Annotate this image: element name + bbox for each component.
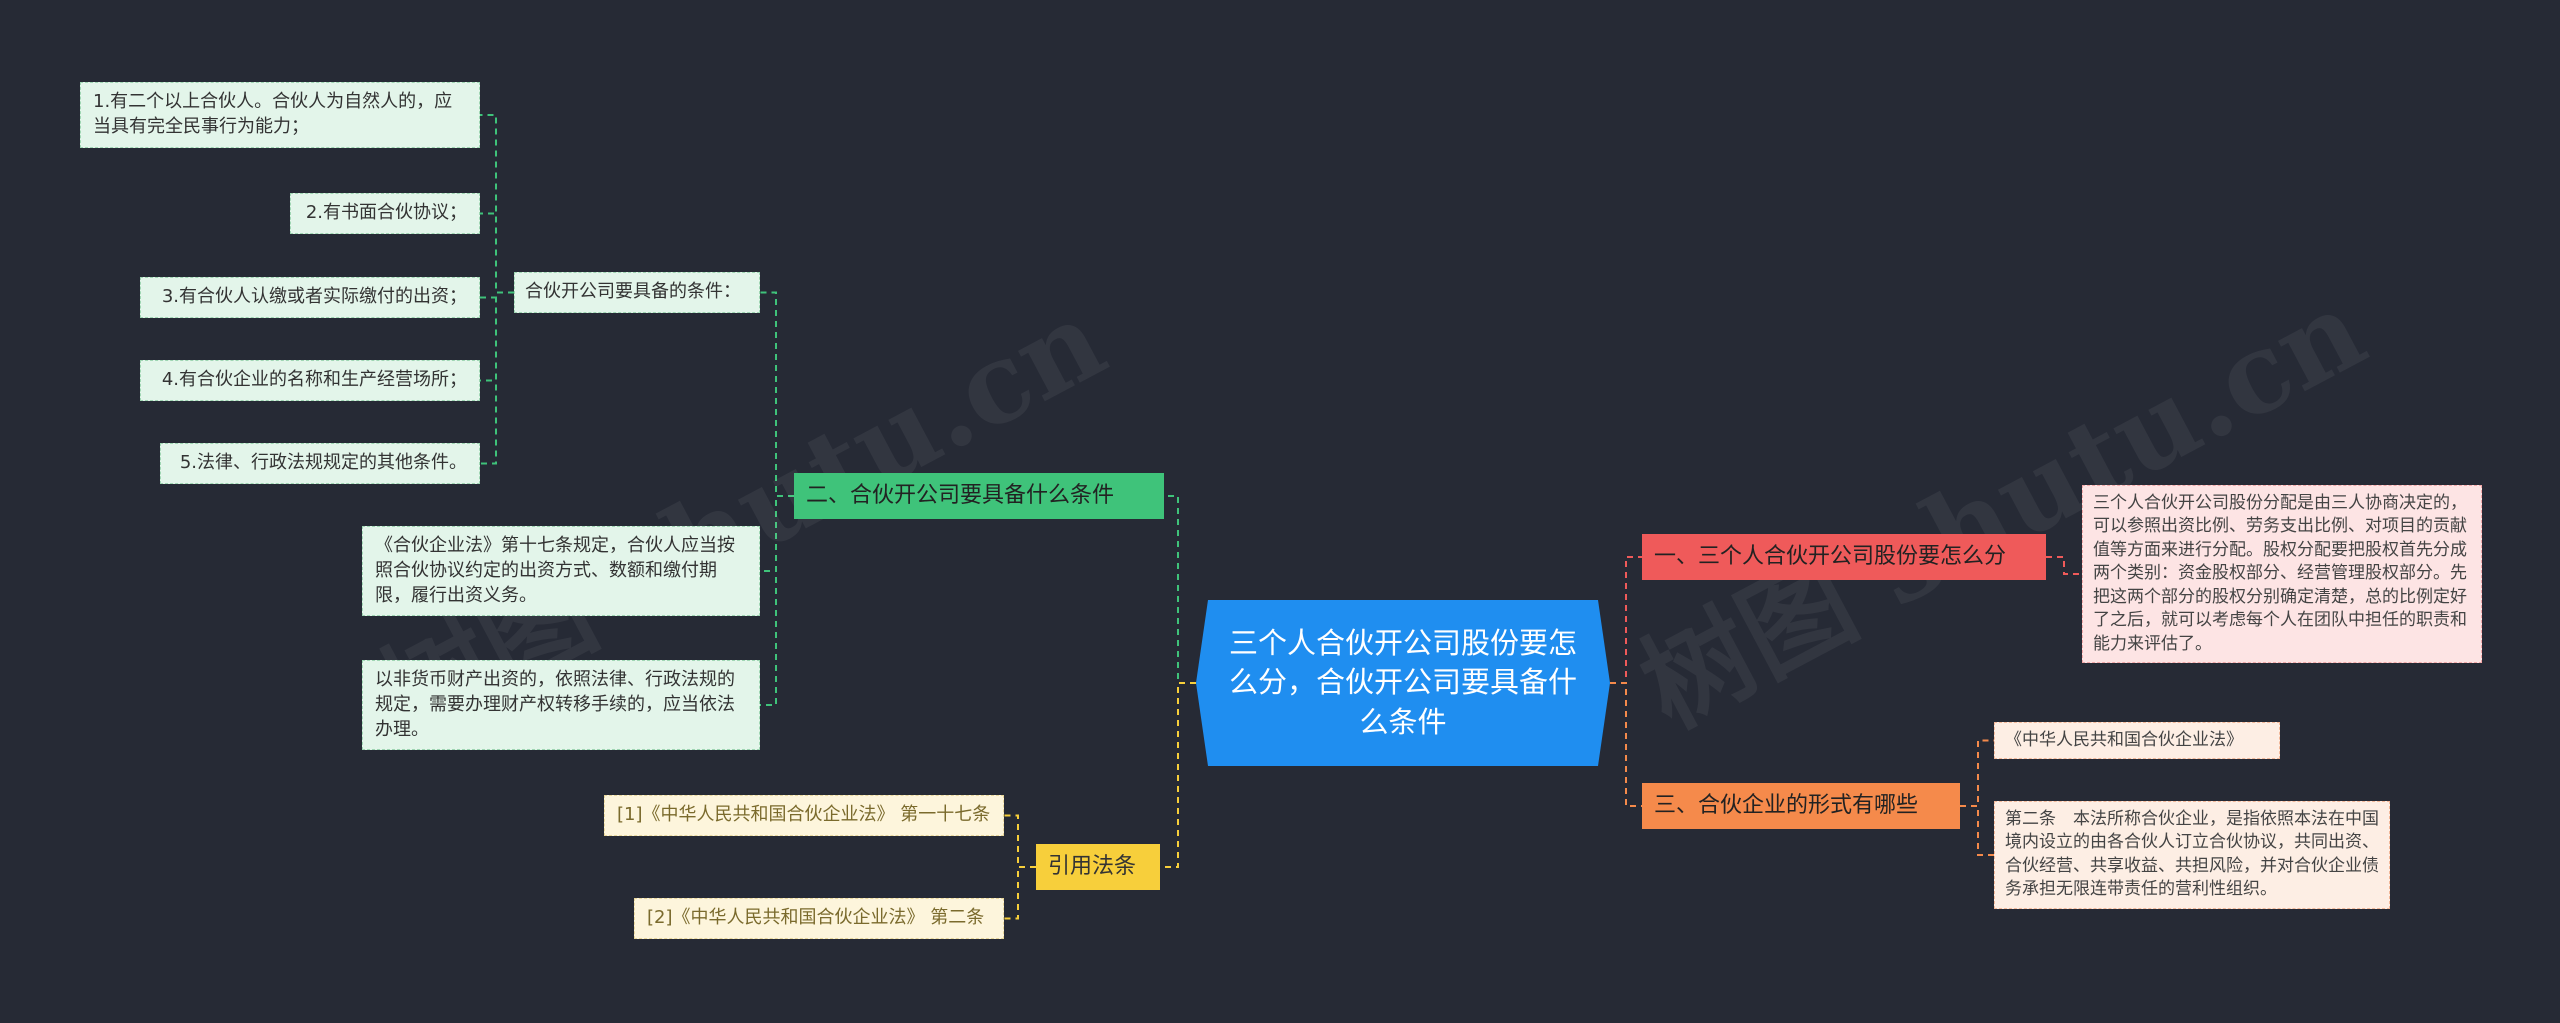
condition-item[interactable]: 5.法律、行政法规规定的其他条件。 <box>160 443 480 484</box>
conditions-subheading[interactable]: 合伙开公司要具备的条件： <box>514 272 760 313</box>
condition-item[interactable]: 4.有合伙企业的名称和生产经营场所； <box>140 360 480 401</box>
root-connector <box>1610 682 1642 807</box>
branch-connector <box>1004 814 1036 868</box>
branch-connector <box>1960 739 1994 807</box>
share-detail[interactable]: 三个人合伙开公司股份分配是由三人协商决定的，可以参照出资比例、劳务支出比例、对项… <box>2082 485 2482 664</box>
branch-connector <box>760 495 794 706</box>
sub-connector <box>480 291 514 465</box>
condition-item[interactable]: 1.有二个以上合伙人。合伙人为自然人的，应当具有完全民事行为能力； <box>80 82 480 148</box>
branch-connector <box>2046 556 2082 575</box>
condition-note[interactable]: 以非货币财产出资的，依照法律、行政法规的规定，需要办理财产权转移手续的，应当依法… <box>362 660 760 751</box>
root-connector <box>1610 556 1642 684</box>
law-article-detail[interactable]: 第二条 本法所称合伙企业，是指依照本法在中国境内设立的由各合伙人订立合伙协议，共… <box>1994 801 2390 909</box>
branch-connector <box>1004 866 1036 920</box>
root-topic[interactable]: 三个人合伙开公司股份要怎么分，合伙开公司要具备什么条件 <box>1196 600 1610 766</box>
condition-item[interactable]: 2.有书面合伙协议； <box>290 193 480 234</box>
condition-item[interactable]: 3.有合伙人认缴或者实际缴付的出资； <box>140 277 480 318</box>
branch-partnership-forms[interactable]: 三、合伙企业的形式有哪些 <box>1642 783 1960 830</box>
citation-item[interactable]: [1]《中华人民共和国合伙企业法》 第一十七条 <box>604 795 1004 836</box>
condition-note[interactable]: 《合伙企业法》第十七条规定，合伙人应当按照合伙协议约定的出资方式、数额和缴付期限… <box>362 526 760 617</box>
law-title[interactable]: 《中华人民共和国合伙企业法》 <box>1994 722 2280 760</box>
sub-connector <box>480 114 514 294</box>
branch-connector <box>1960 805 1994 856</box>
root-connector <box>1164 495 1196 684</box>
citation-item[interactable]: [2]《中华人民共和国合伙企业法》 第二条 <box>634 898 1004 939</box>
root-connector <box>1160 682 1196 868</box>
branch-conditions[interactable]: 二、合伙开公司要具备什么条件 <box>794 473 1164 520</box>
branch-citations[interactable]: 引用法条 <box>1036 844 1160 891</box>
sub-connector <box>480 291 514 382</box>
branch-share-distribution[interactable]: 一、三个人合伙开公司股份要怎么分 <box>1642 534 2046 581</box>
sub-connector <box>480 212 514 294</box>
